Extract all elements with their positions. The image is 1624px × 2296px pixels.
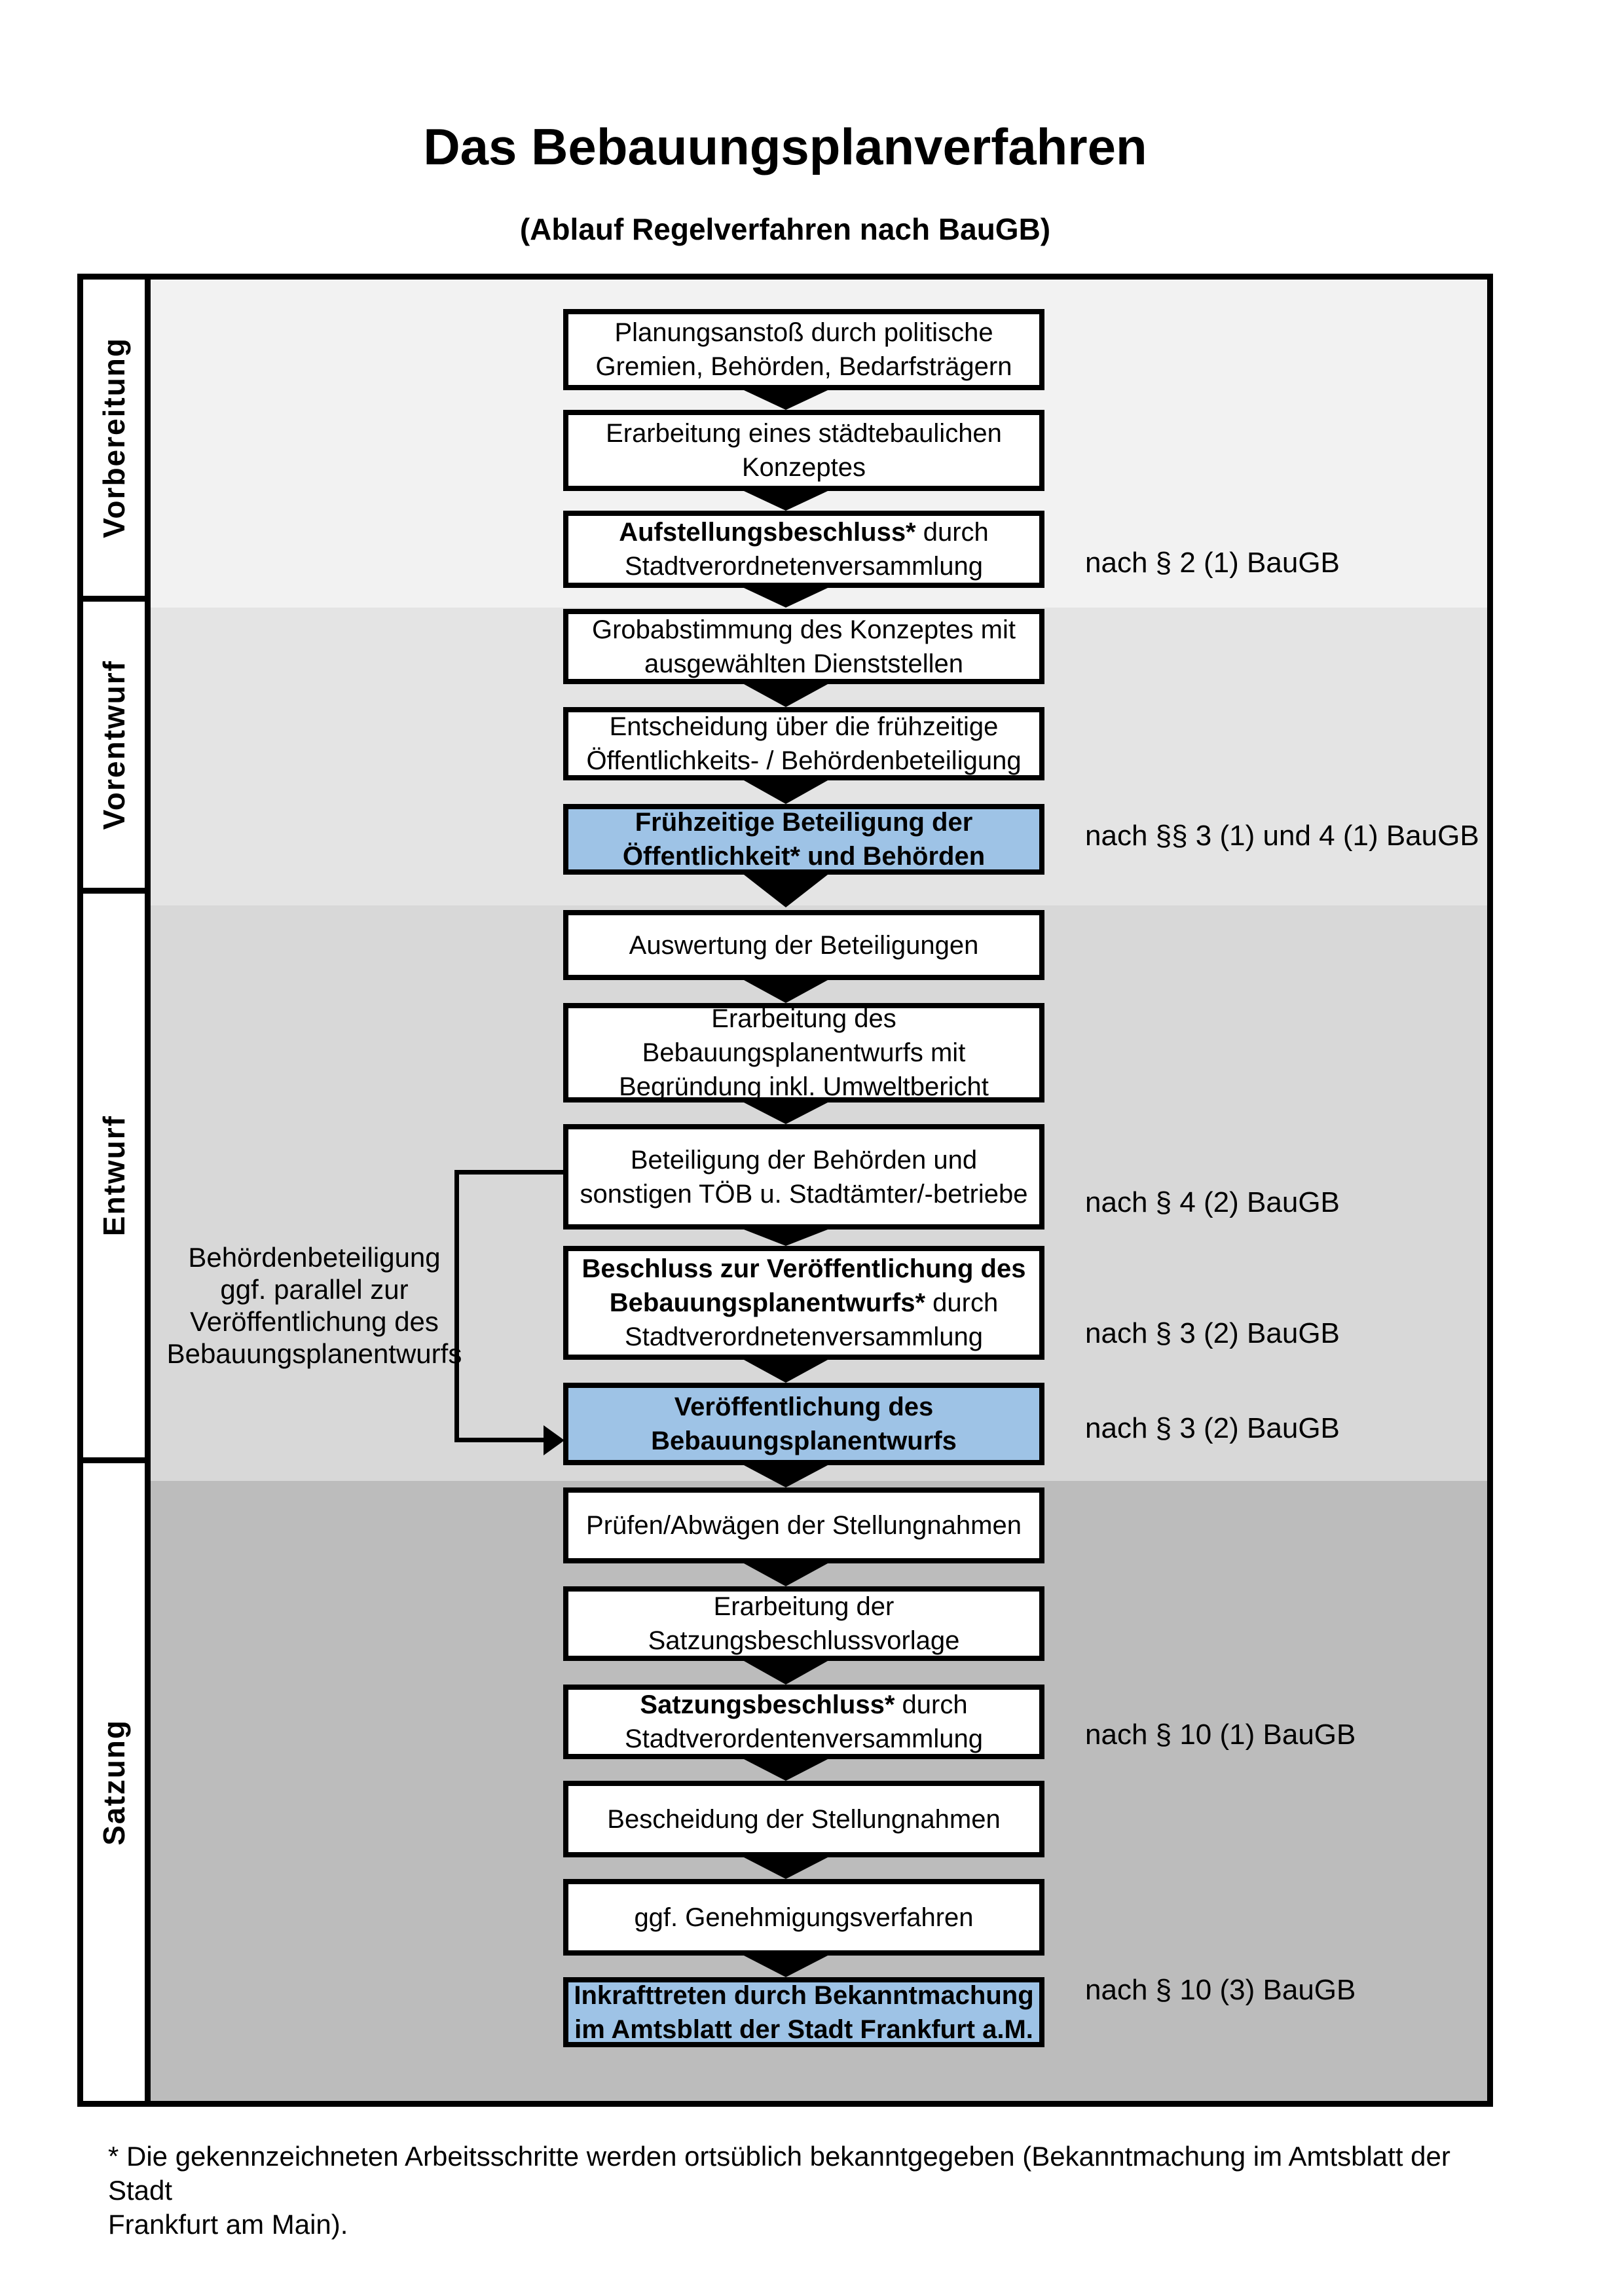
text-line: Gremien, Behörden, Bedarfsträgern (595, 352, 1012, 381)
flow-arrow-down-icon (744, 390, 828, 410)
flow-arrow-down-icon (744, 1956, 828, 1977)
flow-arrow-down-icon (744, 780, 828, 804)
text-line: Satzungsbeschluss* durch (640, 1690, 968, 1719)
text-line: sonstigen TÖB u. Stadtämter/-betriebe (580, 1179, 1028, 1209)
text-line: Bebauungsplanentwurfs mit (642, 1038, 966, 1067)
step-bescheidung-stellungnahmen: Bescheidung der Stellungnahmen (563, 1781, 1044, 1857)
connector-arrow-right-icon (544, 1425, 564, 1455)
text-line: Veröffentlichung des (190, 1306, 439, 1337)
step-beteiligung-behoerden-toeb: Beteiligung der Behörden und sonstigen TÖ… (563, 1124, 1044, 1230)
flow-arrow-down-icon (744, 1360, 828, 1383)
text-line: Auswertung der Beteiligungen (629, 930, 979, 960)
text-line: ausgewählten Dienststellen (644, 649, 963, 678)
page-subtitle: (Ablauf Regelverfahren nach BauGB) (519, 212, 1051, 246)
text-line: Inkrafttreten durch Bekanntmachung (574, 1980, 1034, 2010)
flow-arrow-down-icon (744, 684, 828, 707)
text-line: Prüfen/Abwägen der Stellungnahmen (586, 1511, 1022, 1540)
step-grobabstimmung: Grobabstimmung des Konzeptes mit ausgewäh… (563, 609, 1044, 684)
flow-arrow-down-icon (744, 588, 828, 608)
text-line: Satzungsbeschlussvorlage (648, 1626, 960, 1655)
legal-ref: nach § 10 (1) BauGB (1085, 1719, 1356, 1751)
text-line: Bebauungsplanentwurfs* durch (609, 1288, 999, 1317)
text-line: Bescheidung der Stellungnahmen (607, 1804, 1001, 1834)
text-line: Konzeptes (741, 453, 866, 482)
flow-arrow-down-icon (744, 1102, 828, 1124)
flow-arrow-down-icon (744, 1230, 828, 1246)
step-genehmigungsverfahren: ggf. Genehmigungsverfahren (563, 1879, 1044, 1956)
step-inkrafttreten: Inkrafttreten durch Bekanntmachung im Amt… (563, 1977, 1044, 2047)
text-line: Begründung inkl. Umweltbericht (619, 1072, 989, 1101)
text-line: Stadtverordentenversammlung (625, 1724, 983, 1753)
text-line: im Amtsblatt der Stadt Frankfurt a.M. (574, 2014, 1033, 2044)
text-line: Behördenbeteiligung (188, 1242, 441, 1273)
step-pruefen-abwaegen: Prüfen/Abwägen der Stellungnahmen (563, 1487, 1044, 1563)
flow-arrow-down-icon (744, 1661, 828, 1685)
legal-ref: nach § 10 (3) BauGB (1085, 1974, 1356, 2006)
text-line: Frühzeitige Beteiligung der (635, 808, 973, 837)
flow-arrow-down-icon (744, 980, 828, 1003)
text-line: Öffentlichkeits- / Behördenbeteiligung (586, 746, 1022, 775)
text-line: Grobabstimmung des Konzeptes mit (592, 615, 1016, 644)
text-line: ggf. parallel zur (220, 1274, 409, 1305)
text-line: Erarbeitung der (713, 1592, 895, 1621)
page-title: Das Bebauungsplanverfahren (423, 118, 1147, 175)
text-line: Beschluss zur Veröffentlichung des (581, 1254, 1026, 1283)
text-line: Stadtverordnetenversammlung (625, 1322, 983, 1351)
legal-ref: nach § 4 (2) BauGB (1085, 1186, 1340, 1218)
text-line: Stadtverordnetenversammlung (625, 552, 983, 581)
phase-cell-vorentwurf: Vorentwurf (83, 602, 145, 894)
text-line: Entscheidung über die frühzeitige (609, 712, 999, 741)
text-line: Erarbeitung des (711, 1004, 896, 1033)
text-line: Erarbeitung eines städtebaulichen (606, 419, 1002, 448)
text-line: Veröffentlichung des (674, 1393, 934, 1421)
phase-cell-entwurf: Entwurf (83, 894, 145, 1463)
connector-top-line (454, 1170, 563, 1175)
diagram-frame (77, 274, 1493, 2107)
text-line: ggf. Genehmigungsverfahren (634, 1903, 974, 1932)
text-line: Frankfurt am Main). (108, 2209, 348, 2240)
text-line: Beteiligung der Behörden und (630, 1145, 978, 1175)
flow-arrow-down-icon (744, 491, 828, 511)
flow-arrow-down-icon (744, 1465, 828, 1487)
text-line: Planungsanstoß durch politische (614, 318, 993, 347)
connector-bottom-line (454, 1438, 546, 1442)
text-line: Bebauungsplanentwurfs (166, 1338, 462, 1369)
text-line: Bebauungsplanentwurfs (651, 1427, 957, 1455)
legal-ref: nach § 3 (2) BauGB (1085, 1412, 1340, 1444)
text-line: Öffentlichkeit* und Behörden (622, 842, 986, 871)
legal-ref: nach § 3 (2) BauGB (1085, 1317, 1340, 1349)
flow-arrow-down-icon (744, 1563, 828, 1586)
flow-arrow-down-icon (744, 1857, 828, 1879)
flow-arrow-down-icon (744, 875, 828, 907)
footnote: * Die gekennzeichneten Arbeitsschritte w… (108, 2140, 1496, 2242)
legal-ref: nach § 2 (1) BauGB (1085, 547, 1340, 579)
phase-cell-vorbereitung: Vorbereitung (83, 280, 145, 602)
text-line: * Die gekennzeichneten Arbeitsschritte w… (108, 2141, 1450, 2206)
legal-ref: nach §§ 3 (1) und 4 (1) BauGB (1085, 820, 1479, 852)
text-line: Aufstellungsbeschluss* durch (619, 518, 989, 547)
step-auswertung-beteiligungen: Auswertung der Beteiligungen (563, 910, 1044, 980)
connector-vertical-line (454, 1170, 459, 1442)
phase-cell-satzung: Satzung (83, 1463, 145, 2101)
flow-arrow-down-icon (744, 1759, 828, 1781)
